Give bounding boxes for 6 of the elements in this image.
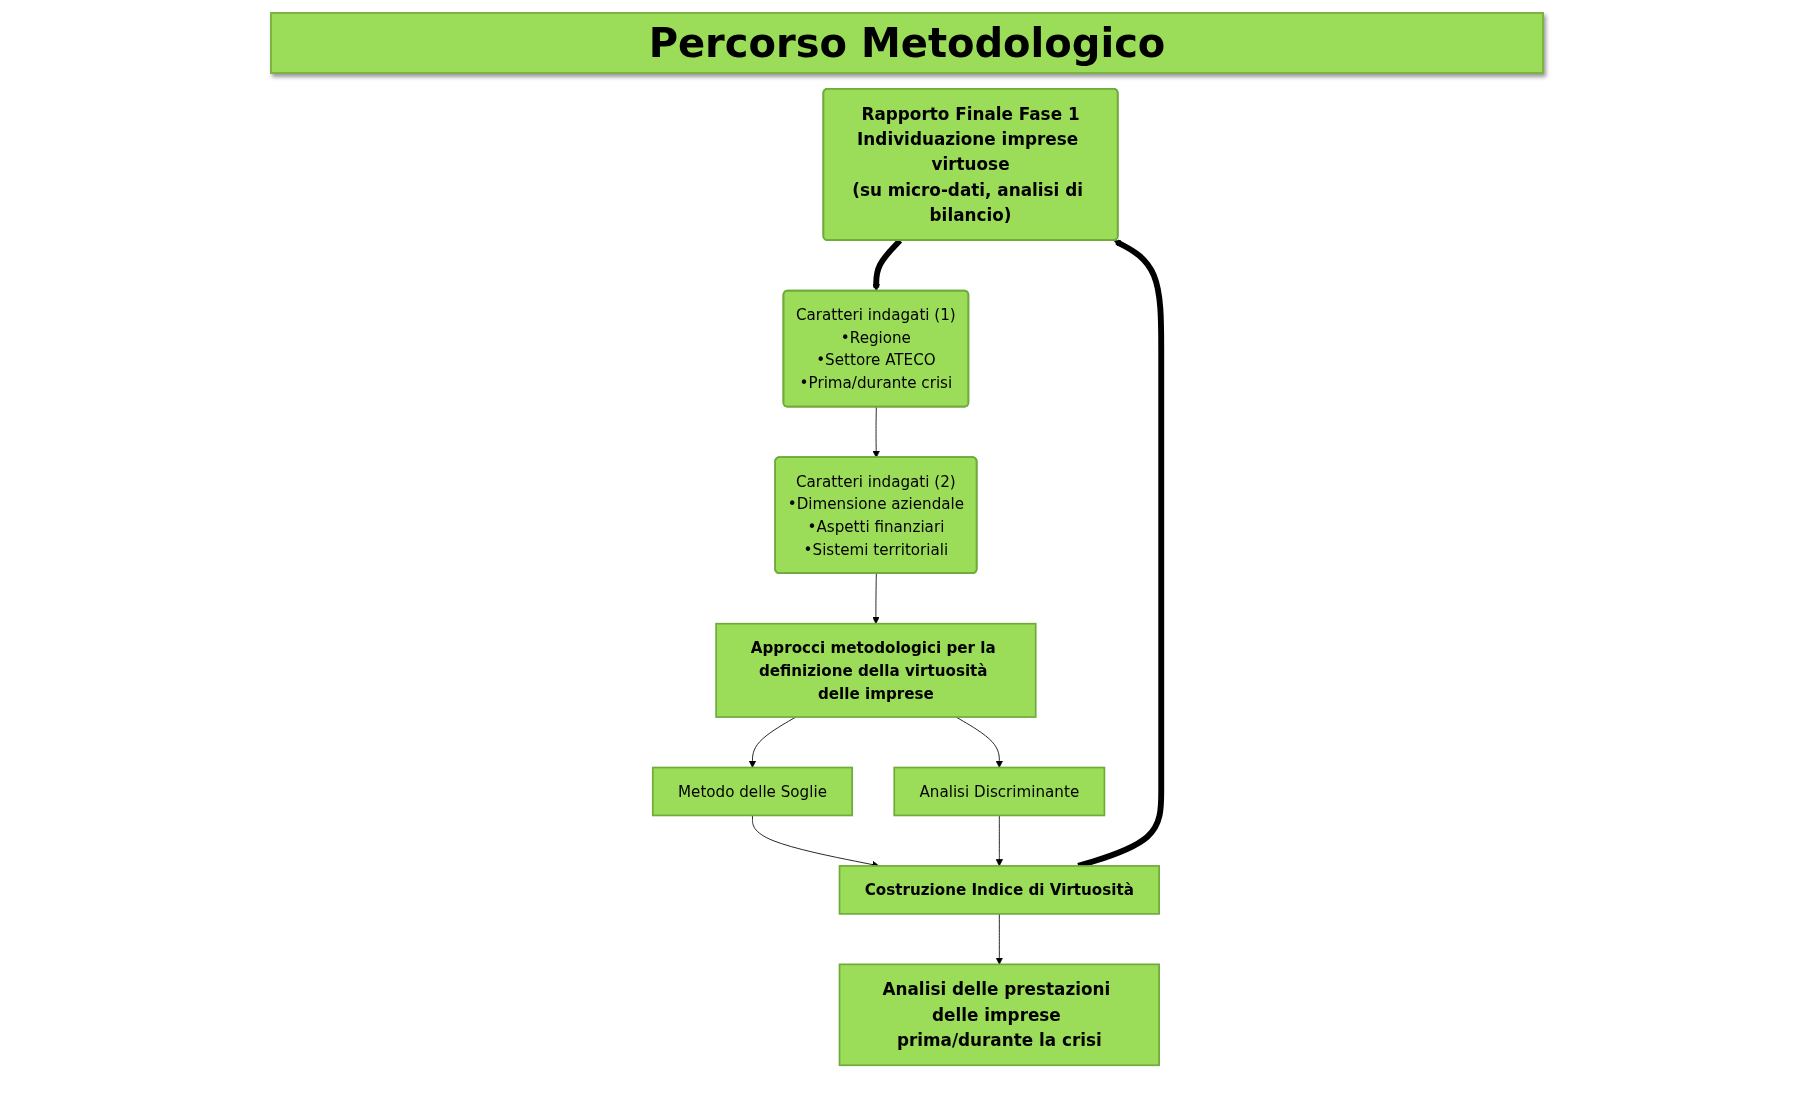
node-box: Approcci metodologici per la definizione della virtuosità delle imprese	[715, 622, 1037, 718]
node-box: Analisi delle prestazioni delle imprese prima/durante la crisi	[838, 963, 1160, 1067]
title-banner: Percorso Metodologico	[270, 12, 1544, 74]
node-box: Metodo delle Soglie	[651, 766, 853, 817]
node-box: Costruzione Indice di Virtuosità	[838, 865, 1160, 915]
node-box: Analisi Discriminante	[893, 766, 1106, 817]
